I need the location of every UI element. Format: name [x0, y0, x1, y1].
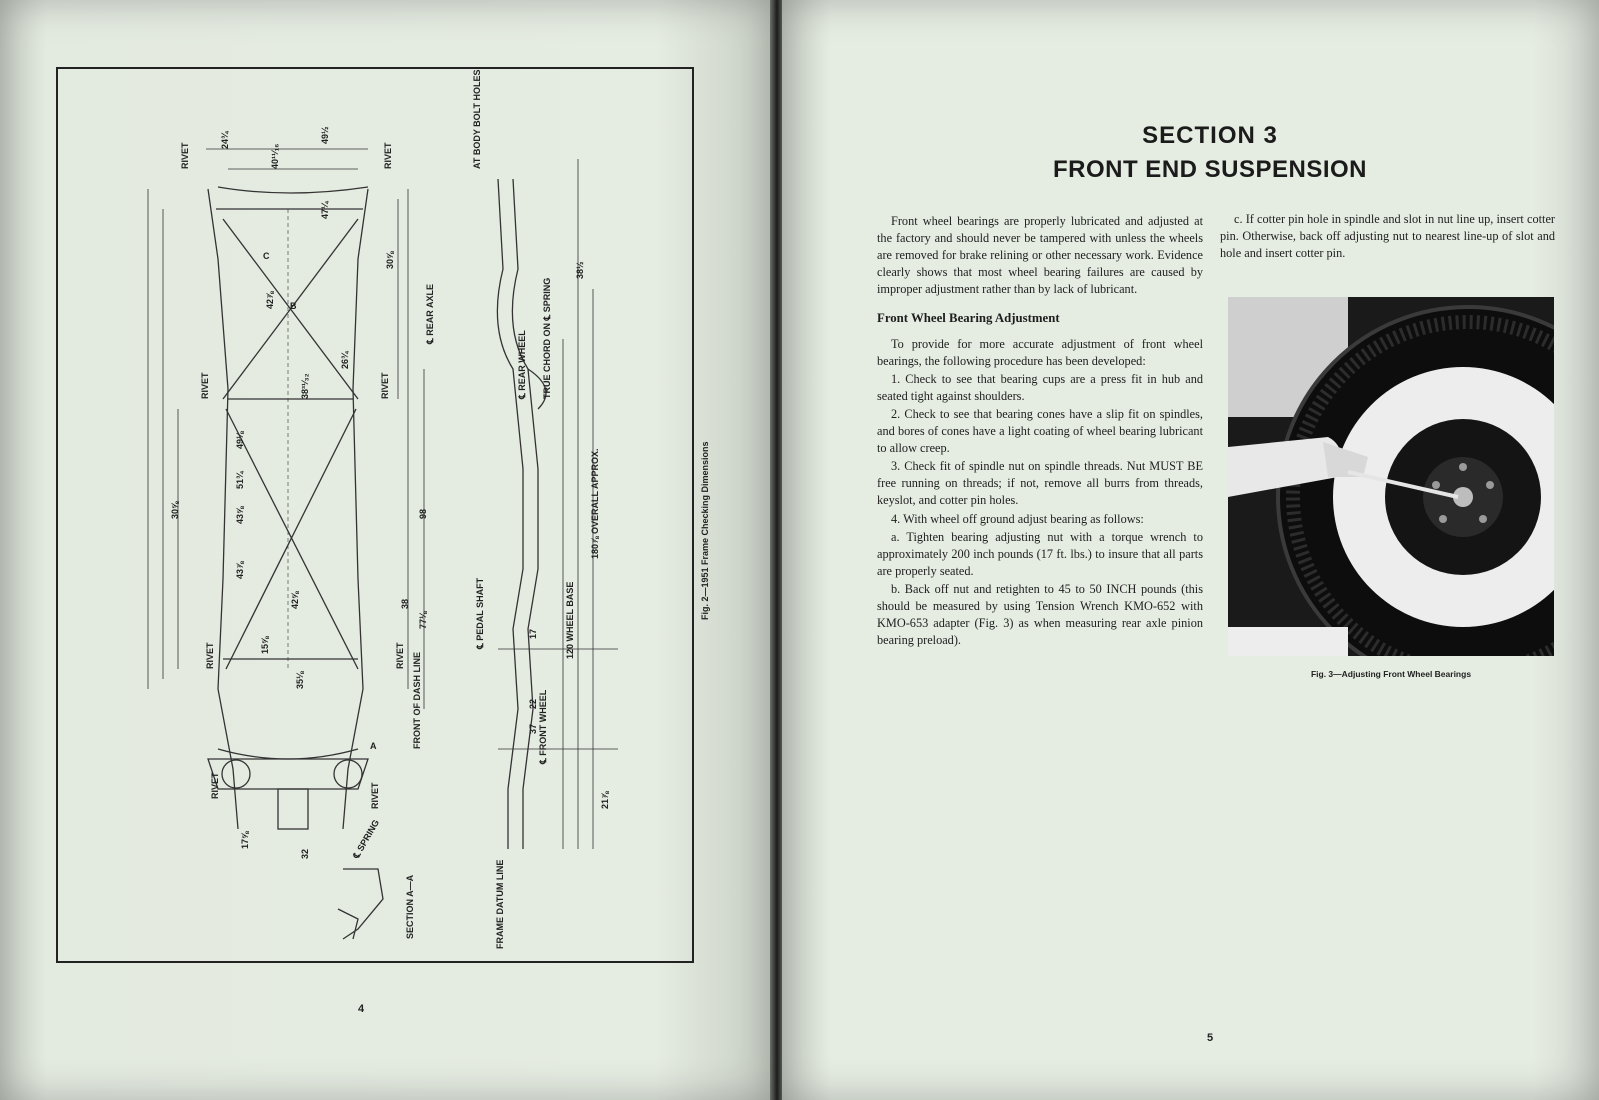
step-4a: a. Tighten bearing adjusting nut with a …	[877, 529, 1203, 578]
section-number: SECTION 3	[1142, 122, 1278, 149]
rear-wheel-label: ℄ REAR WHEEL	[517, 330, 527, 400]
dimension-label: 98	[418, 509, 428, 519]
dimension-label: 35⅛	[295, 671, 305, 689]
rivet-label-5: RIVET	[205, 642, 215, 669]
left-page: RIVET RIVET RIVET RIVET RIVET RIVET RIVE…	[0, 0, 772, 1100]
dimension-label: 51¾	[235, 470, 245, 489]
dimension-label: 22	[528, 699, 538, 709]
dimension-label: 38	[400, 599, 410, 609]
step-4: 4. With wheel off ground adjust bearing …	[891, 511, 1144, 526]
dimension-label: 38³¹⁄₃₂	[300, 373, 310, 399]
frame-datum-label: FRAME DATUM LINE	[495, 860, 505, 949]
dimension-label: 32	[300, 849, 310, 859]
dimension-label: 17	[528, 629, 538, 639]
intro-paragraph: Front wheel bearings are properly lubric…	[877, 214, 1203, 297]
front-dash-label: FRONT OF DASH LINE	[412, 652, 422, 749]
spring-label: ℄ SPRING	[351, 818, 382, 861]
dimension-label: 26¾	[340, 350, 350, 369]
overall-length-label: 180⅞ OVERALL APPROX.	[590, 448, 600, 559]
dimension-label: 42⅝	[290, 591, 300, 609]
rivet-label-1: RIVET	[180, 142, 190, 169]
dimension-label: 24¾	[220, 130, 230, 149]
dimension-labels: 24¾ 40¹¹⁄₁₆ 49½ 47¼ 30⅝ 42⅞ 26¾ 38³¹⁄₃₂ 49⅛ 51¾ 43…	[170, 126, 610, 859]
frame-drawing: RIVET RIVET RIVET RIVET RIVET RIVET RIVE…	[147, 69, 618, 949]
rivet-label-4: RIVET	[380, 372, 390, 399]
dimension-label: 30⅝	[385, 251, 395, 269]
dimension-label: 37	[528, 724, 538, 734]
dimension-label: 38½	[575, 261, 585, 279]
true-chord-label: TRUE CHORD ON ℄ SPRING	[542, 278, 552, 399]
section-aa-label: SECTION A—A	[405, 874, 415, 939]
step-4c: c. If cotter pin hole in spindle and slo…	[1220, 212, 1555, 261]
wheel-base-label: 120 WHEEL BASE	[565, 582, 575, 659]
subheading: Front Wheel Bearing Adjustment	[877, 311, 1060, 326]
rivet-label-2: RIVET	[383, 142, 393, 169]
dimension-label: 49½	[320, 126, 330, 144]
step-1: 1. Check to see that bearing cups are a …	[877, 371, 1203, 403]
book-gutter	[770, 0, 784, 1100]
c-marker: C	[263, 251, 270, 261]
dimension-label: 47¼	[320, 200, 330, 219]
step-3: 3. Check fit of spindle nut on spindle t…	[877, 459, 1203, 508]
dimension-label: 77⅛	[418, 611, 428, 629]
page-number-left: 4	[358, 1003, 365, 1015]
pedal-shaft-label: ℄ PEDAL SHAFT	[475, 577, 485, 650]
dimension-label: 15⅝	[260, 636, 270, 654]
dimension-label: 43⅝	[235, 506, 245, 524]
rivet-label-3: RIVET	[200, 372, 210, 399]
wheel-photo-drawing	[1228, 297, 1554, 656]
dimension-label: 43⅞	[235, 561, 245, 579]
dimension-label: 42⅞	[265, 291, 275, 309]
dimension-label: 40¹¹⁄₁₆	[270, 144, 280, 169]
procedure-intro: To provide for more accurate adjustment …	[877, 336, 1203, 368]
b-marker: B	[290, 301, 297, 311]
text-column-right: c. If cotter pin hole in spindle and slo…	[1220, 211, 1555, 263]
rear-axle-label: ℄ REAR AXLE	[425, 284, 435, 345]
frame-diagram: RIVET RIVET RIVET RIVET RIVET RIVET RIVE…	[56, 67, 694, 963]
rivet-label-7: RIVET	[210, 772, 220, 799]
rivet-label-6: RIVET	[395, 642, 405, 669]
step-2: 2. Check to see that bearing cones have …	[877, 406, 1203, 456]
page-number-right: 5	[1207, 1032, 1214, 1044]
dimension-label: 49⅛	[235, 431, 245, 449]
rivet-label-8: RIVET	[370, 782, 380, 809]
dimension-label: 30⅝	[170, 501, 180, 519]
dimension-label: 17⅝	[240, 831, 250, 849]
figure-3-caption: Fig. 3—Adjusting Front Wheel Bearings	[1310, 669, 1472, 679]
section-title: FRONT END SUSPENSION	[1052, 156, 1368, 183]
wheel-bearing-photo	[1228, 297, 1554, 656]
text-column-left: Front wheel bearings are properly lubric…	[877, 213, 1203, 650]
step-4b: b. Back off nut and retighten to 45 to 5…	[877, 581, 1203, 648]
dimension-label: 21⅞	[600, 791, 610, 809]
body-bolt-label: AT BODY BOLT HOLES	[472, 69, 482, 169]
front-wheel-label: ℄ FRONT WHEEL	[538, 689, 548, 765]
figure-2-caption: Fig. 2—1951 Frame Checking Dimensions	[700, 441, 710, 620]
section-a-marker: A	[370, 741, 377, 751]
